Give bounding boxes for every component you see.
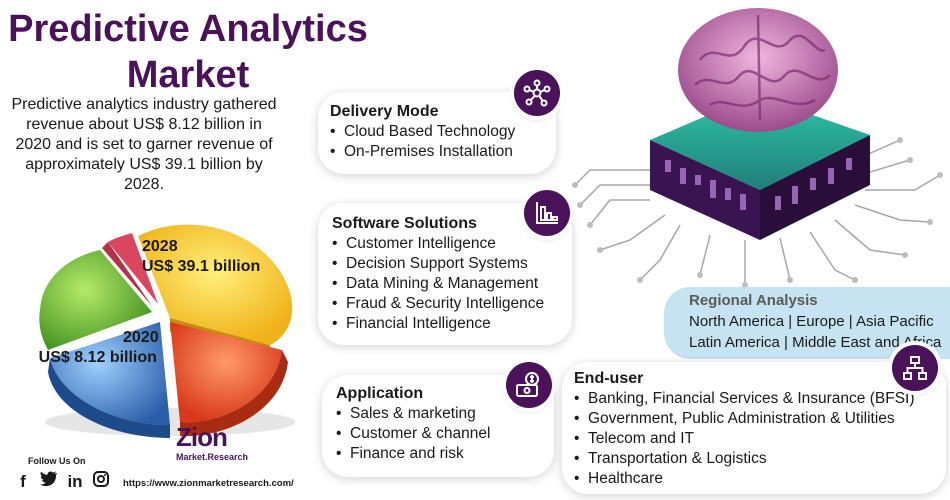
list-item: Sales & marketing: [336, 404, 554, 424]
network-nodes-icon: [514, 70, 560, 116]
delivery-mode-heading: Delivery Mode: [330, 103, 439, 120]
software-solutions-list: Customer Intelligence Decision Support S…: [332, 234, 572, 334]
org-chart-icon: [892, 345, 938, 391]
regional-analysis-panel: Regional Analysis North America | Europe…: [664, 287, 950, 359]
pie-label-2020: 2020 US$ 8.12 billion: [37, 328, 159, 368]
list-item: Government, Public Administration & Util…: [574, 409, 946, 429]
regional-line-1: North America | Europe | Asia Pacific: [689, 313, 934, 330]
zion-logo: Zion Market.Research: [170, 422, 260, 474]
pie-label-2028-year: 2028: [142, 238, 178, 255]
regional-line-2: Latin America | Middle East and Africa: [689, 334, 942, 351]
twitter-icon[interactable]: [40, 471, 58, 492]
pie-slice-green: [39, 250, 152, 350]
pie-label-2028-value: US$ 39.1 billion: [142, 258, 261, 275]
bar-chart-icon: [524, 190, 570, 236]
money-icon: [506, 362, 552, 408]
list-item: Finance and risk: [336, 444, 554, 464]
logo-sub-text: Market.Research: [176, 452, 249, 462]
list-item: Customer & channel: [336, 424, 554, 444]
list-item: Healthcare: [574, 469, 946, 489]
pie-label-2020-value: US$ 8.12 billion: [38, 349, 157, 366]
application-list: Sales & marketing Customer & channel Fin…: [336, 404, 554, 464]
list-item: Cloud Based Technology: [330, 122, 556, 142]
regional-analysis-heading: Regional Analysis: [689, 292, 818, 309]
list-item: Financial Intelligence: [332, 314, 572, 334]
pie-label-2028: 2028 US$ 39.1 billion: [142, 237, 260, 277]
end-user-list: Banking, Financial Services & Insurance …: [574, 389, 946, 489]
page-title: Predictive Analytics Market: [8, 8, 368, 96]
intro-text: Predictive analytics industry gathered r…: [11, 96, 277, 193]
facebook-icon[interactable]: f: [20, 471, 26, 491]
linkedin-icon[interactable]: in: [67, 471, 83, 491]
pie-slice-pink: [108, 233, 158, 304]
end-user-card: End-user Banking, Financial Services & I…: [562, 362, 946, 494]
list-item: On-Premises Installation: [330, 142, 556, 162]
follow-us-label: Follow Us On: [28, 456, 86, 466]
pie-illustration: [20, 200, 310, 440]
pie-slice-yellow: [138, 224, 293, 345]
software-solutions-heading: Software Solutions: [332, 215, 477, 232]
delivery-mode-card: Delivery Mode Cloud Based Technology On-…: [318, 92, 556, 174]
end-user-heading: End-user: [574, 370, 644, 387]
list-item: Customer Intelligence: [332, 234, 572, 254]
list-item: Data Mining & Management: [332, 274, 572, 294]
list-item: Fraud & Security Intelligence: [332, 294, 572, 314]
social-links: f in: [14, 471, 110, 492]
instagram-icon[interactable]: [92, 471, 110, 492]
website-url[interactable]: https://www.zionmarketresearch.com/: [123, 478, 294, 489]
pie-label-2020-year: 2020: [123, 329, 159, 346]
pie-slice-blue: [50, 322, 170, 426]
list-item: Transportation & Logistics: [574, 449, 946, 469]
logo-main-text: Zion: [176, 422, 228, 452]
list-item: Decision Support Systems: [332, 254, 572, 274]
delivery-mode-list: Cloud Based Technology On-Premises Insta…: [330, 122, 556, 162]
list-item: Banking, Financial Services & Insurance …: [574, 389, 946, 409]
list-item: Telecom and IT: [574, 429, 946, 449]
pie-slice-orange: [170, 322, 282, 423]
application-heading: Application: [336, 385, 424, 402]
brain-chip-illustration: [570, 0, 950, 300]
